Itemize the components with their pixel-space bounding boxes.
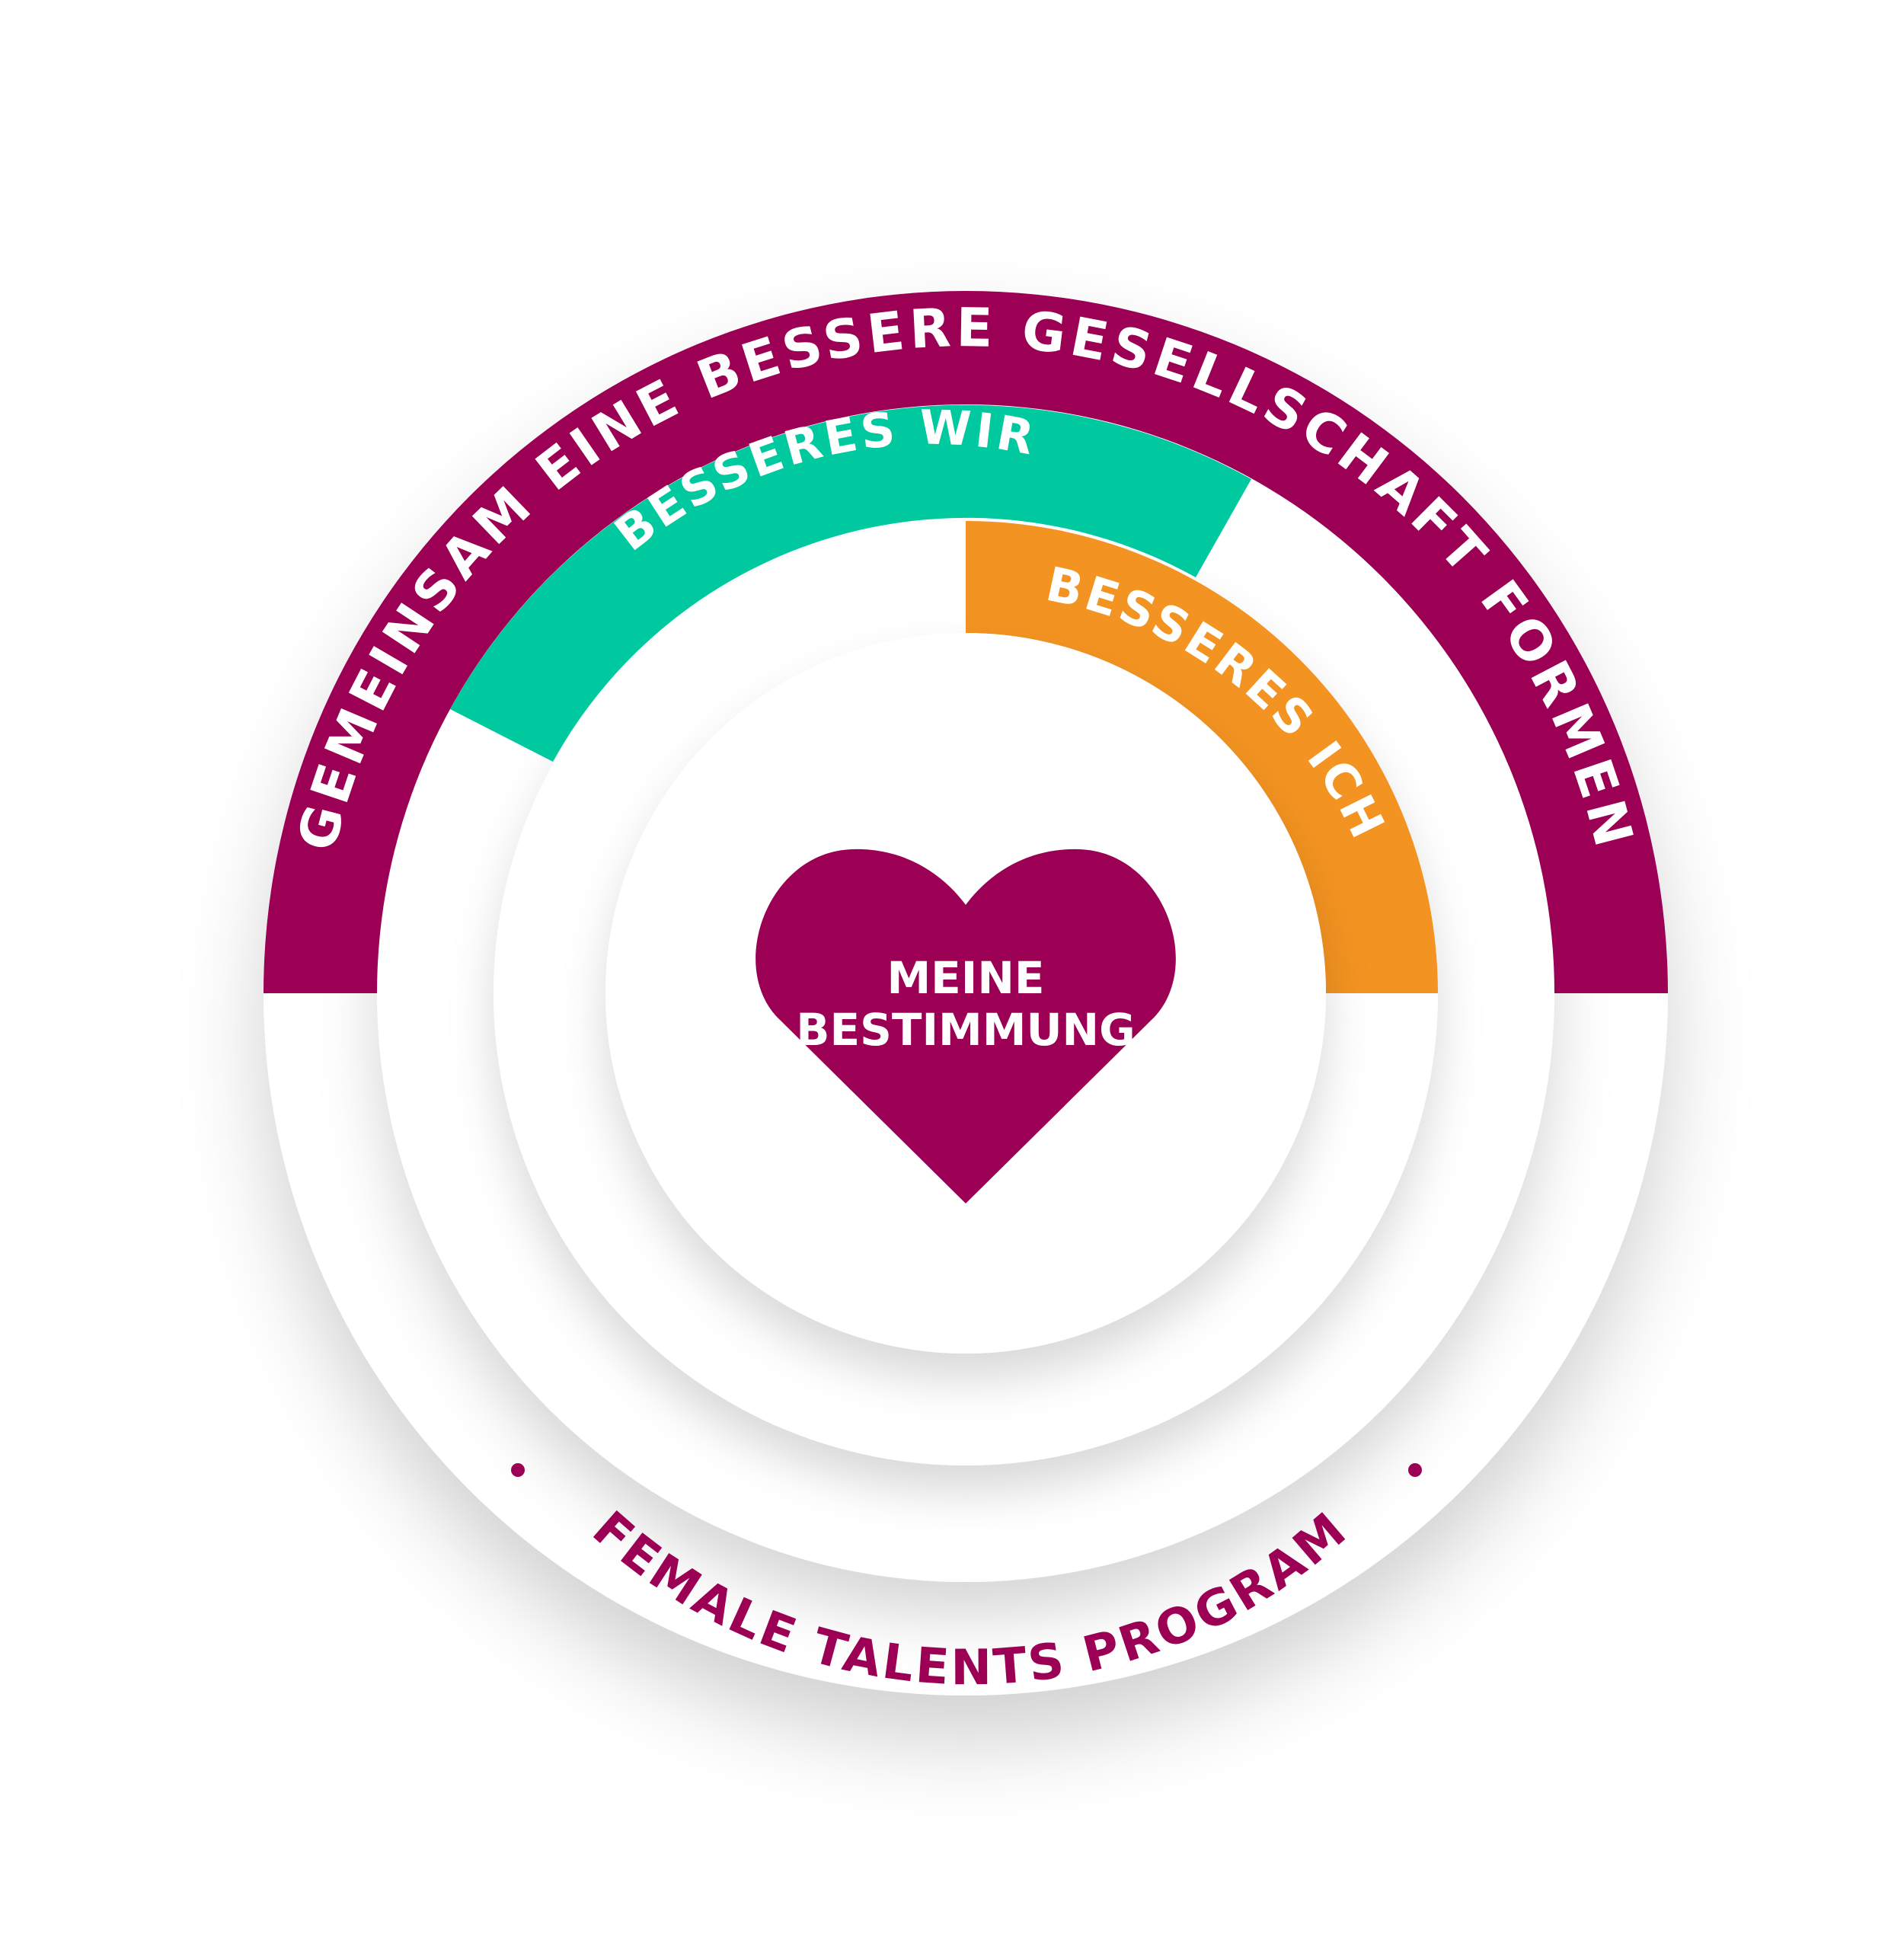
bullet-dot-left bbox=[511, 1463, 525, 1477]
heart-label-line2: BESTIMMUNG bbox=[796, 1004, 1135, 1056]
heart-icon bbox=[756, 849, 1176, 1203]
outer-purpose-arc bbox=[264, 291, 1668, 993]
bullet-dot-right bbox=[1408, 1463, 1422, 1477]
middle-wir-arc bbox=[450, 404, 1251, 762]
inner-ich-arc bbox=[966, 521, 1438, 993]
heart-label-line1: MEINE bbox=[887, 952, 1044, 1004]
